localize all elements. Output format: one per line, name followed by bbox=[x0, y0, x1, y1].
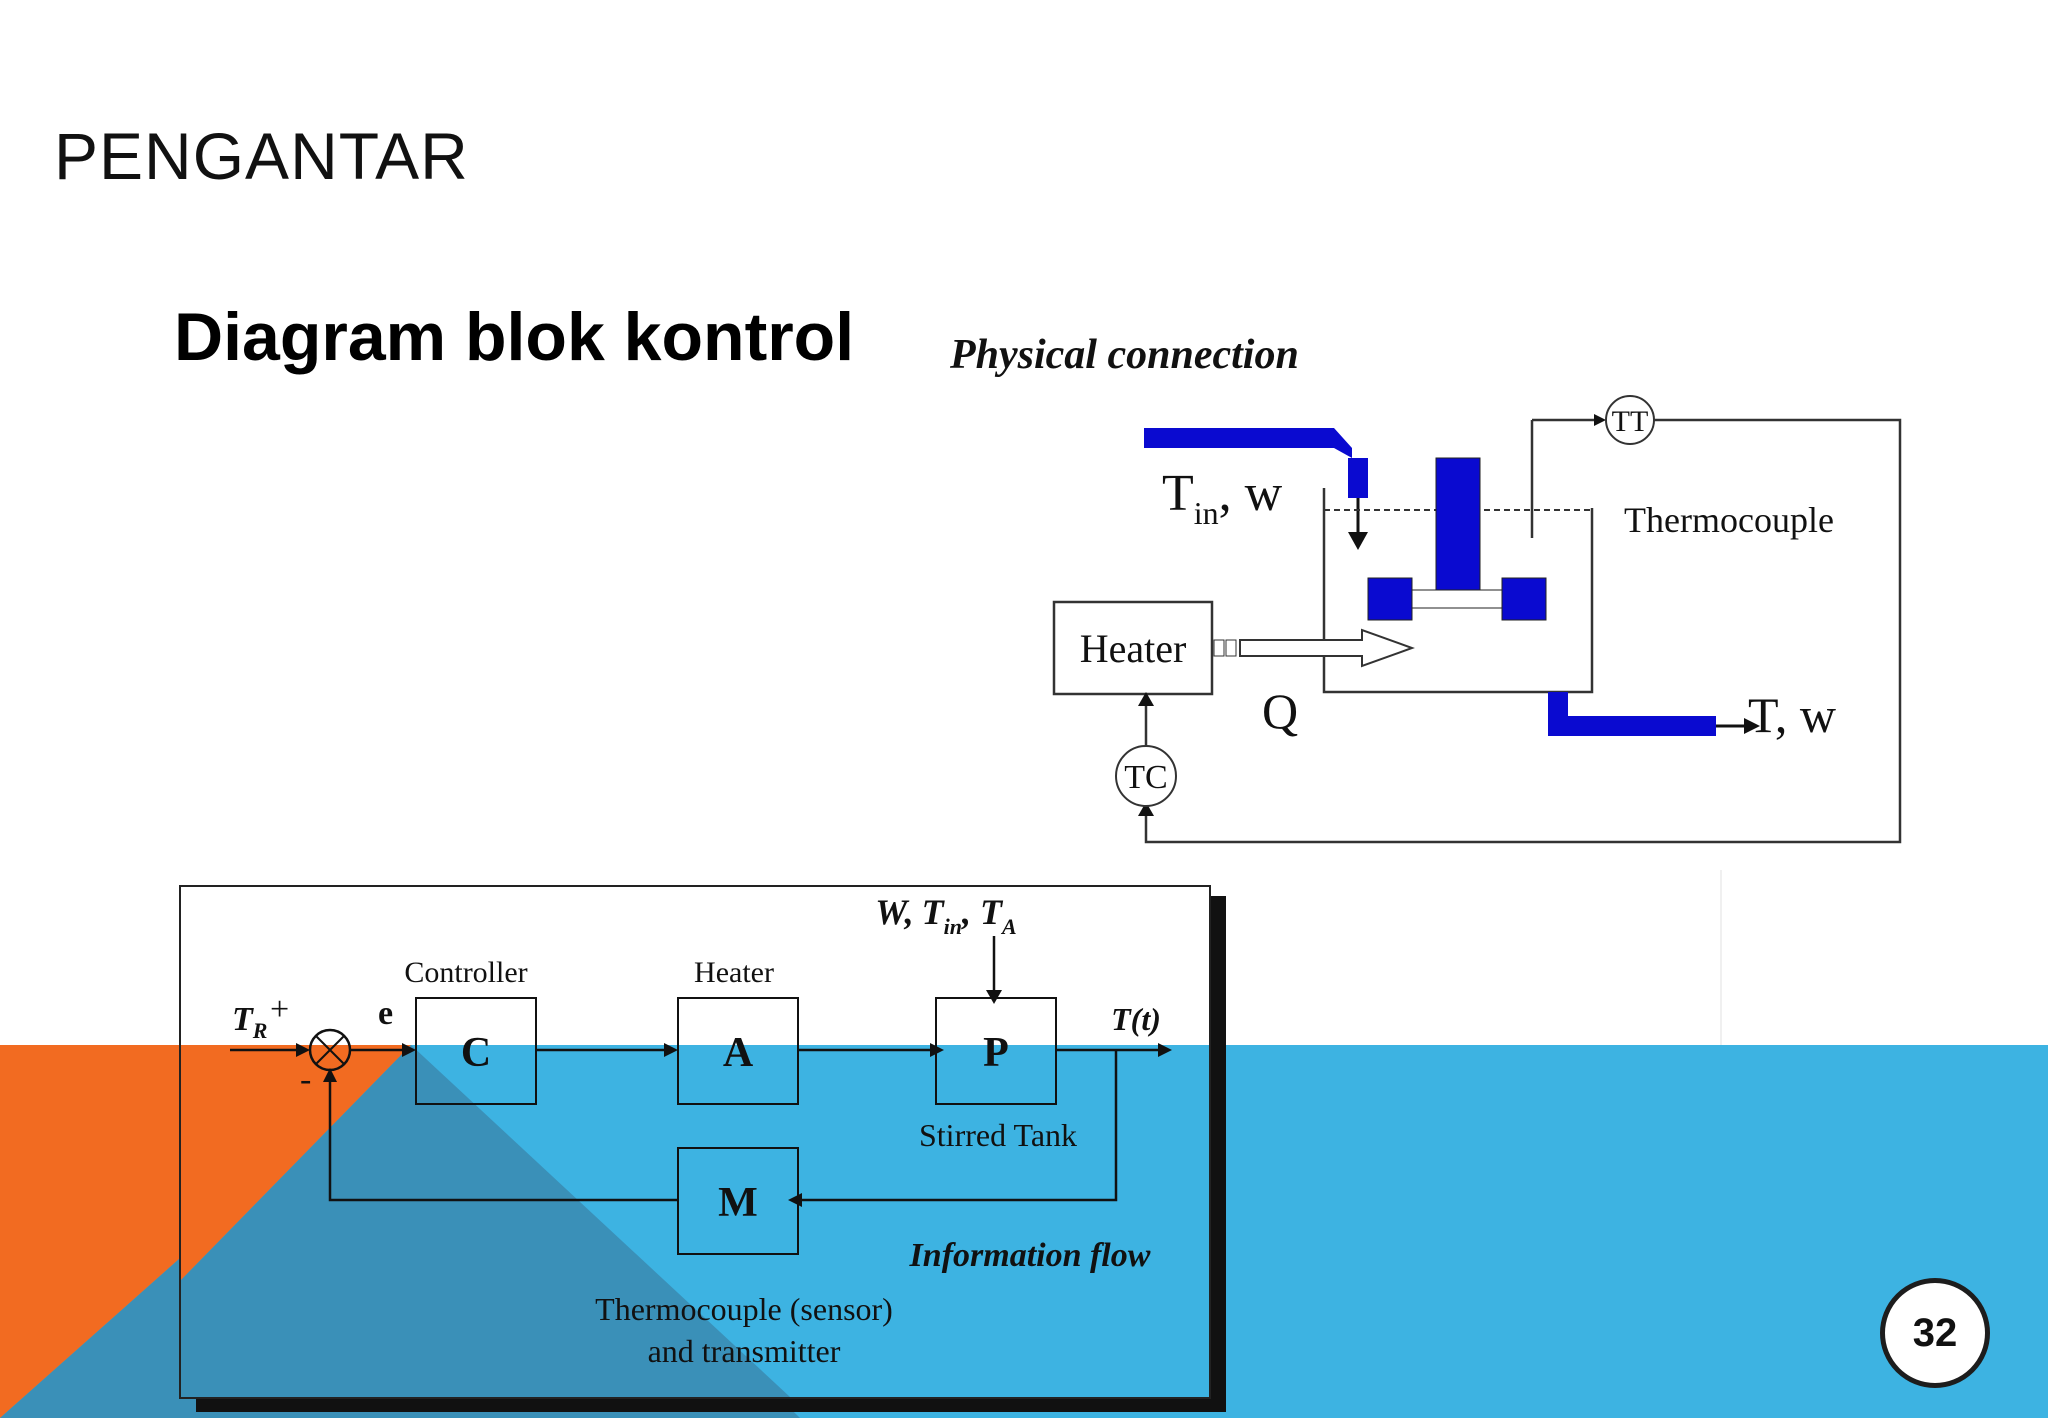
information-flow-diagram: W,Tin, TA Controller Heater TR + - e C A… bbox=[179, 885, 1226, 1412]
output-arrow bbox=[1158, 1043, 1172, 1057]
stirrer-paddle-left bbox=[1367, 577, 1413, 621]
inlet-pipe-horizontal bbox=[1144, 428, 1334, 448]
controller-label: Controller bbox=[404, 956, 527, 989]
tt-label: TT bbox=[1612, 405, 1649, 438]
info-flow-label: Information flow bbox=[909, 1237, 1151, 1274]
page-number-badge: 32 bbox=[1880, 1278, 1990, 1388]
slide-title: PENGANTAR bbox=[54, 119, 469, 193]
feedback-arrow-into-sum bbox=[323, 1068, 337, 1082]
sensor-label-line2: and transmitter bbox=[648, 1333, 841, 1369]
stirrer-shaft bbox=[1435, 457, 1481, 591]
block-a-label: A bbox=[723, 1030, 754, 1076]
output-label: T(t) bbox=[1111, 1001, 1161, 1037]
feedback-path-right bbox=[798, 1050, 1118, 1202]
tc-label: TC bbox=[1124, 759, 1167, 796]
heater-box bbox=[1052, 600, 1214, 696]
setpoint-arrow bbox=[296, 1043, 310, 1057]
inlet-pipe-bend bbox=[1334, 428, 1352, 458]
tank-outline bbox=[1322, 488, 1594, 694]
outlet-flow-arrow bbox=[1744, 718, 1760, 734]
block-p-label: P bbox=[983, 1030, 1009, 1076]
feedback-arrow bbox=[1138, 802, 1154, 816]
outlet-label: T, w bbox=[1748, 687, 1836, 743]
error-label: e bbox=[378, 995, 393, 1032]
minus-sign: - bbox=[300, 1061, 311, 1098]
tc-circle bbox=[1115, 745, 1177, 807]
heater-label: Heater bbox=[1080, 626, 1187, 671]
stirrer-bar bbox=[1411, 589, 1503, 609]
stirred-tank-label: Stirred Tank bbox=[919, 1117, 1077, 1153]
physical-connection-diagram: Physical connection TT Thermocouple Tin,… bbox=[950, 332, 1902, 844]
setpoint-label: TR bbox=[232, 1001, 267, 1043]
feedback-wire bbox=[1144, 418, 1902, 844]
faint-divider bbox=[1720, 870, 1722, 1045]
heat-q-label: Q bbox=[1262, 683, 1298, 739]
block-c-label: C bbox=[461, 1030, 491, 1076]
physical-heading: Physical connection bbox=[950, 332, 1299, 378]
heater-block-label: Heater bbox=[694, 956, 774, 989]
heat-element-2 bbox=[1225, 639, 1237, 657]
inlet-pipe-vertical bbox=[1348, 458, 1368, 498]
sum-cross-2 bbox=[315, 1035, 345, 1065]
outlet-pipe-horizontal bbox=[1548, 716, 1716, 736]
sensor-label-line1: Thermocouple (sensor) bbox=[595, 1291, 893, 1327]
panel-dark-overlay bbox=[181, 1045, 790, 1397]
heat-element-1 bbox=[1213, 639, 1225, 657]
error-arrow bbox=[402, 1043, 416, 1057]
stirrer-paddle-right bbox=[1501, 577, 1547, 621]
slide-subtitle: Diagram blok kontrol bbox=[174, 299, 855, 375]
tc-to-heater-arrow bbox=[1138, 692, 1154, 706]
disturbance-label: W,Tin, TA bbox=[875, 892, 1016, 939]
thermocouple-label: Thermocouple bbox=[1624, 500, 1834, 540]
probe-arrow bbox=[1594, 414, 1606, 426]
block-m-label: M bbox=[718, 1180, 758, 1226]
feedback-path-left bbox=[328, 1080, 678, 1202]
inlet-t-label: Tin, w bbox=[1162, 465, 1283, 531]
plus-sign: + bbox=[270, 991, 289, 1028]
c-to-a-arrow bbox=[664, 1043, 678, 1057]
heat-flow-arrow bbox=[1239, 628, 1415, 668]
inlet-flow-arrow bbox=[1348, 532, 1368, 550]
